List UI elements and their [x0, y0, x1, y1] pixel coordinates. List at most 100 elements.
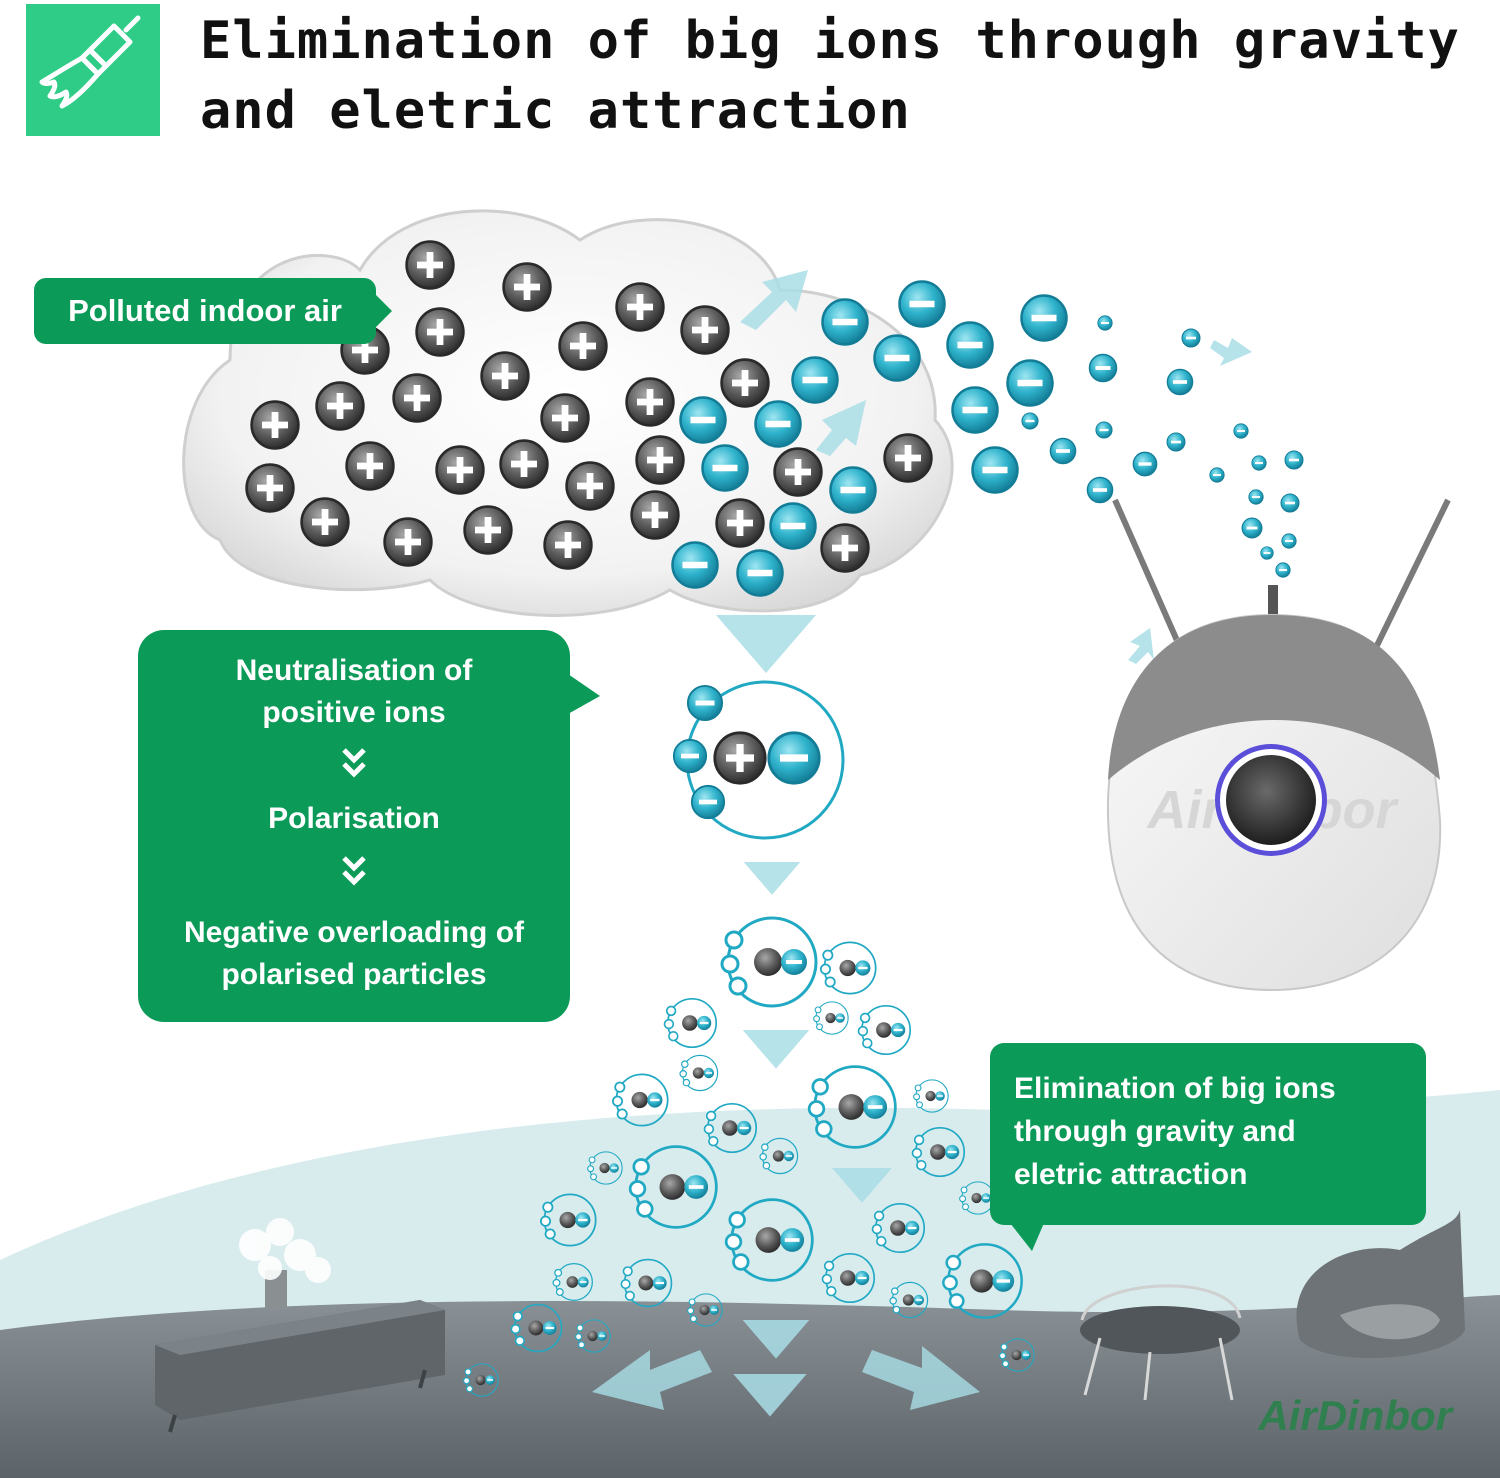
- ion-cluster: [679, 1054, 719, 1092]
- elimination-callout: Elimination of big ions through gravity …: [990, 1043, 1426, 1251]
- down-arrow: [743, 862, 801, 895]
- step1-line2: positive ions: [262, 696, 446, 729]
- negative-ion: [946, 321, 994, 369]
- positive-ion: [383, 517, 433, 567]
- negative-ion: [1020, 294, 1068, 342]
- negative-ion: [951, 386, 999, 434]
- polluted-air-callout: Polluted indoor air: [34, 278, 392, 344]
- positive-ion: [615, 282, 665, 332]
- header-icon-tile: [26, 4, 160, 136]
- tv-console: [155, 1270, 445, 1433]
- negative-ion: [679, 396, 727, 444]
- ion-cluster: [663, 997, 718, 1049]
- positive-ion: [820, 523, 870, 573]
- positive-ion: [245, 463, 295, 513]
- elimination-line3: eletric attraction: [1014, 1158, 1248, 1191]
- negative-ion: [1097, 315, 1113, 331]
- negative-ion: [1280, 493, 1300, 513]
- step3-line1: Negative overloading of: [183, 916, 525, 949]
- ion-cluster: [857, 1004, 912, 1056]
- negative-ion: [754, 400, 802, 448]
- negative-ion: [1209, 467, 1225, 483]
- elimination-line2: through gravity and: [1014, 1115, 1296, 1148]
- airflow-arrows: [740, 270, 1252, 664]
- positive-ion: [250, 400, 300, 450]
- negative-ion: [1248, 489, 1264, 505]
- positive-ion: [345, 441, 395, 491]
- negative-ion: [1006, 359, 1054, 407]
- flower-decoration: [239, 1218, 331, 1283]
- step1-line1: Neutralisation of: [235, 654, 473, 687]
- chevron-down-icon: [342, 748, 366, 778]
- negative-ion: [1181, 328, 1201, 348]
- negative-ion: [701, 444, 749, 492]
- negative-ion: [971, 446, 1019, 494]
- positive-ion: [680, 305, 730, 355]
- negative-ion: [736, 549, 784, 597]
- positive-ion: [435, 445, 485, 495]
- negative-ion: [1241, 517, 1263, 539]
- negative-ion: [1251, 455, 1267, 471]
- positive-ion: [300, 497, 350, 547]
- negative-ion: [1095, 421, 1113, 439]
- negative-ion: [1281, 533, 1297, 549]
- positive-ion: [415, 307, 465, 357]
- ion-cluster: [720, 916, 818, 1008]
- air-purifier-device: AirDinbor: [1106, 498, 1451, 992]
- positive-ion: [715, 498, 765, 548]
- positive-ion: [635, 435, 685, 485]
- positive-ion: [480, 351, 530, 401]
- brush-icon: [39, 15, 141, 109]
- negative-ion: [791, 356, 839, 404]
- page-title: Elimination of big ions through gravity …: [200, 11, 1460, 141]
- positive-ion: [463, 505, 513, 555]
- down-arrow: [716, 615, 816, 673]
- negative-ion: [671, 541, 719, 589]
- step3-line2: polarised particles: [221, 958, 487, 991]
- neutralisation-cluster: [672, 680, 845, 840]
- step2-label: Polarisation: [268, 802, 440, 835]
- positive-ion: [720, 358, 770, 408]
- elimination-line1: Elimination of big ions: [1014, 1072, 1336, 1105]
- negative-ion: [1088, 353, 1118, 383]
- positive-ion: [625, 377, 675, 427]
- negative-ion: [898, 280, 946, 328]
- negative-ion: [1166, 432, 1186, 452]
- negative-ion: [1021, 412, 1039, 430]
- negative-ion: [1166, 368, 1194, 396]
- negative-ion: [1132, 451, 1158, 477]
- positive-ion: [773, 447, 823, 497]
- negative-ion: [821, 298, 869, 346]
- process-steps-callout: Neutralisation of positive ions Polarisa…: [138, 630, 600, 1022]
- negative-ion: [829, 466, 877, 514]
- positive-ion: [392, 373, 442, 423]
- positive-ion: [502, 262, 552, 312]
- positive-ion: [315, 381, 365, 431]
- ion-cluster: [819, 941, 877, 995]
- polluted-air-label: Polluted indoor air: [68, 293, 342, 328]
- round-chair: [1080, 1284, 1242, 1401]
- positive-ion: [883, 433, 933, 483]
- negative-ion: [1260, 546, 1274, 560]
- negative-ion: [1086, 476, 1114, 504]
- negative-ion: [873, 334, 921, 382]
- negative-ion: [1049, 437, 1077, 465]
- positive-ion: [565, 461, 615, 511]
- floor-arrows: [592, 1346, 980, 1410]
- ion-cluster: [913, 1079, 949, 1113]
- chevron-down-icon: [342, 856, 366, 886]
- positive-ion: [405, 240, 455, 290]
- negative-ion: [1284, 450, 1304, 470]
- positive-ion: [630, 490, 680, 540]
- negative-ion: [1233, 423, 1249, 439]
- positive-ion: [558, 321, 608, 371]
- ion-cluster: [813, 1001, 849, 1035]
- negative-ion: [1275, 562, 1291, 578]
- egg-chair: [1296, 1210, 1465, 1359]
- positive-ion: [543, 520, 593, 570]
- negative-ion: [769, 502, 817, 550]
- brand-watermark: AirDinbor: [1257, 1392, 1454, 1439]
- down-arrow: [742, 1030, 810, 1069]
- positive-ion: [499, 439, 549, 489]
- positive-ion: [540, 393, 590, 443]
